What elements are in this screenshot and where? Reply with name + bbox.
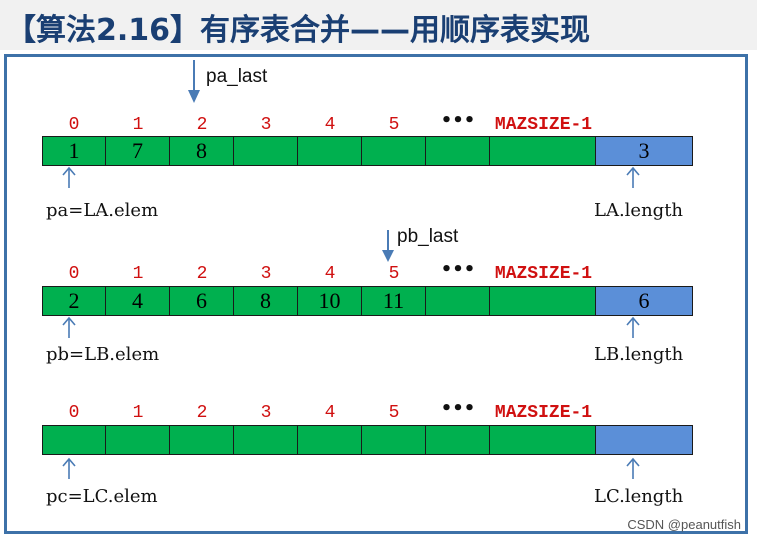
ellipsis-label: ••• bbox=[440, 259, 476, 280]
up-arrow-icon bbox=[62, 166, 76, 188]
length-label: LA.length bbox=[594, 200, 684, 221]
watermark: CSDN @peanutfish bbox=[627, 517, 741, 532]
length-label: LC.length bbox=[594, 486, 684, 507]
max-index-label: MAZSIZE-1 bbox=[494, 403, 593, 423]
index-label: 1 bbox=[132, 264, 144, 284]
index-label: 5 bbox=[388, 403, 400, 423]
array-cell bbox=[489, 136, 596, 166]
array-cell bbox=[233, 136, 298, 166]
length-cell bbox=[595, 425, 693, 455]
up-arrow-icon bbox=[62, 316, 76, 338]
array-cell: 8 bbox=[233, 286, 298, 316]
length-cell: 3 bbox=[595, 136, 693, 166]
array-cell bbox=[425, 286, 490, 316]
array-cell: 10 bbox=[297, 286, 362, 316]
index-label: 0 bbox=[68, 264, 80, 284]
index-label: 0 bbox=[68, 115, 80, 135]
index-label: 2 bbox=[196, 115, 208, 135]
index-label: 1 bbox=[132, 403, 144, 423]
array-cell: 6 bbox=[169, 286, 234, 316]
index-label: 3 bbox=[260, 403, 272, 423]
array-cell bbox=[297, 136, 362, 166]
index-label: 4 bbox=[324, 264, 336, 284]
pa-last-label: pa_last bbox=[206, 66, 268, 87]
array-cell bbox=[233, 425, 298, 455]
array-cell: 1 bbox=[42, 136, 106, 166]
array-cell bbox=[105, 425, 170, 455]
up-arrow-icon bbox=[626, 316, 640, 338]
length-cell: 6 bbox=[595, 286, 693, 316]
array-cell bbox=[169, 425, 234, 455]
array-cell bbox=[489, 286, 596, 316]
title-bar: 【算法2.16】有序表合并——用顺序表实现 bbox=[0, 0, 757, 50]
ellipsis-label: ••• bbox=[440, 398, 476, 419]
array-cell bbox=[42, 425, 106, 455]
length-label: LB.length bbox=[594, 344, 684, 365]
index-label: 2 bbox=[196, 264, 208, 284]
up-arrow-icon bbox=[626, 166, 640, 188]
array-cell bbox=[425, 136, 490, 166]
pa-last-arrow-icon bbox=[188, 60, 200, 103]
pointer-label: pa=LA.elem bbox=[46, 200, 159, 221]
index-label: 2 bbox=[196, 403, 208, 423]
pointer-label: pc=LC.elem bbox=[46, 486, 158, 507]
array-cell bbox=[297, 425, 362, 455]
array-cell: 8 bbox=[169, 136, 234, 166]
max-index-label: MAZSIZE-1 bbox=[494, 115, 593, 135]
pb-last-arrow-icon bbox=[382, 230, 394, 262]
array-cell bbox=[361, 136, 426, 166]
ellipsis-label: ••• bbox=[440, 110, 476, 131]
array-cell bbox=[489, 425, 596, 455]
index-label: 3 bbox=[260, 115, 272, 135]
index-label: 5 bbox=[388, 264, 400, 284]
page-title: 【算法2.16】有序表合并——用顺序表实现 bbox=[6, 13, 591, 48]
index-label: 1 bbox=[132, 115, 144, 135]
pb-last-label: pb_last bbox=[397, 226, 459, 247]
index-label: 0 bbox=[68, 403, 80, 423]
max-index-label: MAZSIZE-1 bbox=[494, 264, 593, 284]
index-label: 4 bbox=[324, 115, 336, 135]
pointer-label: pb=LB.elem bbox=[46, 344, 160, 365]
index-label: 3 bbox=[260, 264, 272, 284]
index-label: 4 bbox=[324, 403, 336, 423]
array-cell: 7 bbox=[105, 136, 170, 166]
array-cell: 11 bbox=[361, 286, 426, 316]
up-arrow-icon bbox=[626, 457, 640, 479]
array-cell bbox=[361, 425, 426, 455]
up-arrow-icon bbox=[62, 457, 76, 479]
array-cell bbox=[425, 425, 490, 455]
array-cell: 4 bbox=[105, 286, 170, 316]
array-cell: 2 bbox=[42, 286, 106, 316]
index-label: 5 bbox=[388, 115, 400, 135]
